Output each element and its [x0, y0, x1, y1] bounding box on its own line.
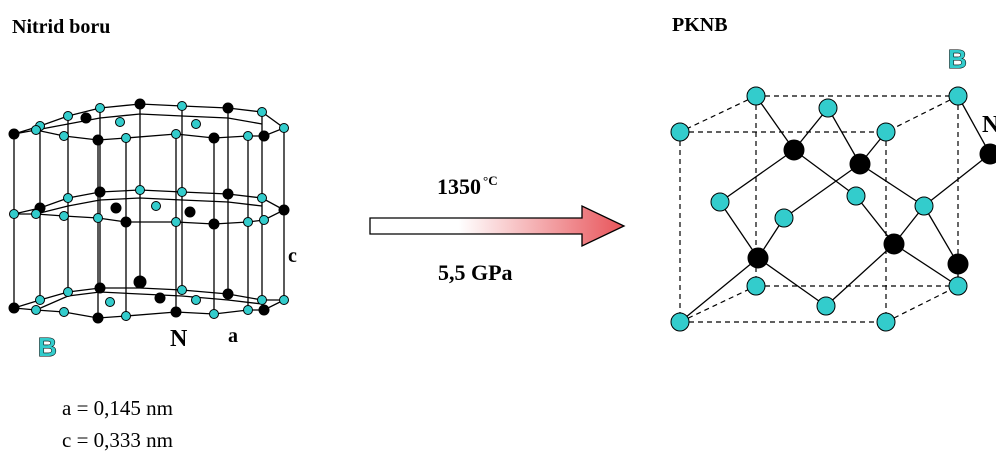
boron-atom: [816, 296, 836, 316]
nitrogen-atom: [883, 233, 905, 255]
cubic-bn-title: PKNB: [672, 14, 728, 36]
nitrogen-atom: [134, 98, 146, 110]
temperature-unit: °C: [483, 173, 498, 188]
lattice-param-c: c = 0,333 nm: [62, 428, 173, 452]
hexagonal-bn-title: Nitrid boru: [12, 16, 111, 38]
boron-atom: [279, 295, 289, 305]
nitrogen-atom: [747, 247, 769, 269]
nitrogen-atom: [222, 288, 234, 300]
nitrogen-label-left: N: [170, 326, 188, 352]
nitrogen-atom: [258, 130, 270, 142]
boron-atom: [670, 312, 690, 332]
boron-atom: [171, 217, 181, 227]
boron-atom: [243, 217, 253, 227]
nitrogen-atom: [154, 292, 166, 304]
boron-atom: [63, 287, 73, 297]
boron-atom: [948, 276, 968, 296]
boron-atom: [115, 117, 125, 127]
lattice-param-a: a = 0,145 nm: [62, 396, 173, 420]
nitrogen-atom: [120, 216, 132, 228]
boron-atom: [876, 122, 896, 142]
boron-atom: [257, 107, 267, 117]
cubic-atoms: [670, 86, 996, 332]
nitrogen-atom: [80, 112, 92, 124]
boron-atom: [177, 285, 187, 295]
pressure-condition: 5,5 GPa: [438, 260, 513, 285]
nitrogen-atom: [8, 302, 20, 314]
hexagonal-atoms: [8, 98, 290, 324]
boron-atom: [191, 119, 201, 129]
boron-atom: [177, 187, 187, 197]
boron-atom: [31, 209, 41, 219]
boron-atom: [846, 186, 866, 206]
boron-atom: [948, 86, 968, 106]
boron-atom: [59, 307, 69, 317]
boron-atom: [177, 101, 187, 111]
boron-atom: [257, 295, 267, 305]
nitrogen-atom: [133, 275, 147, 289]
nitrogen-atom: [849, 153, 871, 175]
boron-label-right: B: [948, 44, 967, 74]
nitrogen-atom: [94, 282, 106, 294]
temperature-value: 1350: [437, 174, 481, 199]
boron-atom: [135, 185, 145, 195]
boron-atom: [63, 193, 73, 203]
boron-atom: [171, 129, 181, 139]
boron-atom: [710, 192, 730, 212]
nitrogen-atom: [92, 134, 104, 146]
nitrogen-atom: [222, 102, 234, 114]
nitrogen-atom: [222, 188, 234, 200]
boron-atom: [243, 305, 253, 315]
boron-atom: [259, 215, 269, 225]
boron-atom: [63, 111, 73, 121]
boron-atom: [914, 196, 934, 216]
nitrogen-atom: [278, 204, 290, 216]
boron-atom: [93, 213, 103, 223]
nitrogen-atom: [110, 202, 122, 214]
boron-atom: [59, 131, 69, 141]
boron-atom: [9, 209, 19, 219]
boron-atom: [31, 125, 41, 135]
lattice-a-label: a: [228, 325, 238, 347]
cubic-cell-edges: [679, 95, 959, 323]
boron-atom: [105, 297, 115, 307]
boron-atom: [209, 309, 219, 319]
nitrogen-label-right: N: [982, 112, 996, 138]
boron-atom: [257, 193, 267, 203]
nitrogen-atom: [258, 304, 270, 316]
nitrogen-atom: [184, 206, 196, 218]
boron-atom: [279, 123, 289, 133]
nitrogen-atom: [170, 306, 182, 318]
boron-atom: [876, 312, 896, 332]
boron-atom: [746, 276, 766, 296]
boron-atom: [243, 131, 253, 141]
boron-atom: [746, 86, 766, 106]
nitrogen-atom: [208, 132, 220, 144]
temperature-condition: 1350°C: [437, 173, 498, 200]
nitrogen-atom: [783, 139, 805, 161]
boron-label-left: B: [38, 332, 57, 362]
nitrogen-atom: [947, 253, 969, 275]
boron-atom: [121, 133, 131, 143]
boron-atom: [121, 311, 131, 321]
boron-atom: [670, 122, 690, 142]
boron-atom: [59, 211, 69, 221]
boron-atom: [774, 208, 794, 228]
cubic-bonds: [679, 95, 991, 323]
nitrogen-atom: [92, 312, 104, 324]
transformation-arrow: [369, 204, 626, 248]
lattice-c-label: c: [288, 245, 297, 267]
boron-atom: [95, 103, 105, 113]
nitrogen-atom: [94, 186, 106, 198]
boron-atom: [151, 201, 161, 211]
boron-atom: [191, 295, 201, 305]
boron-atom: [818, 98, 838, 118]
nitrogen-atom: [8, 128, 20, 140]
nitrogen-atom: [979, 143, 996, 165]
nitrogen-atom: [208, 218, 220, 230]
boron-atom: [35, 295, 45, 305]
boron-atom: [31, 305, 41, 315]
